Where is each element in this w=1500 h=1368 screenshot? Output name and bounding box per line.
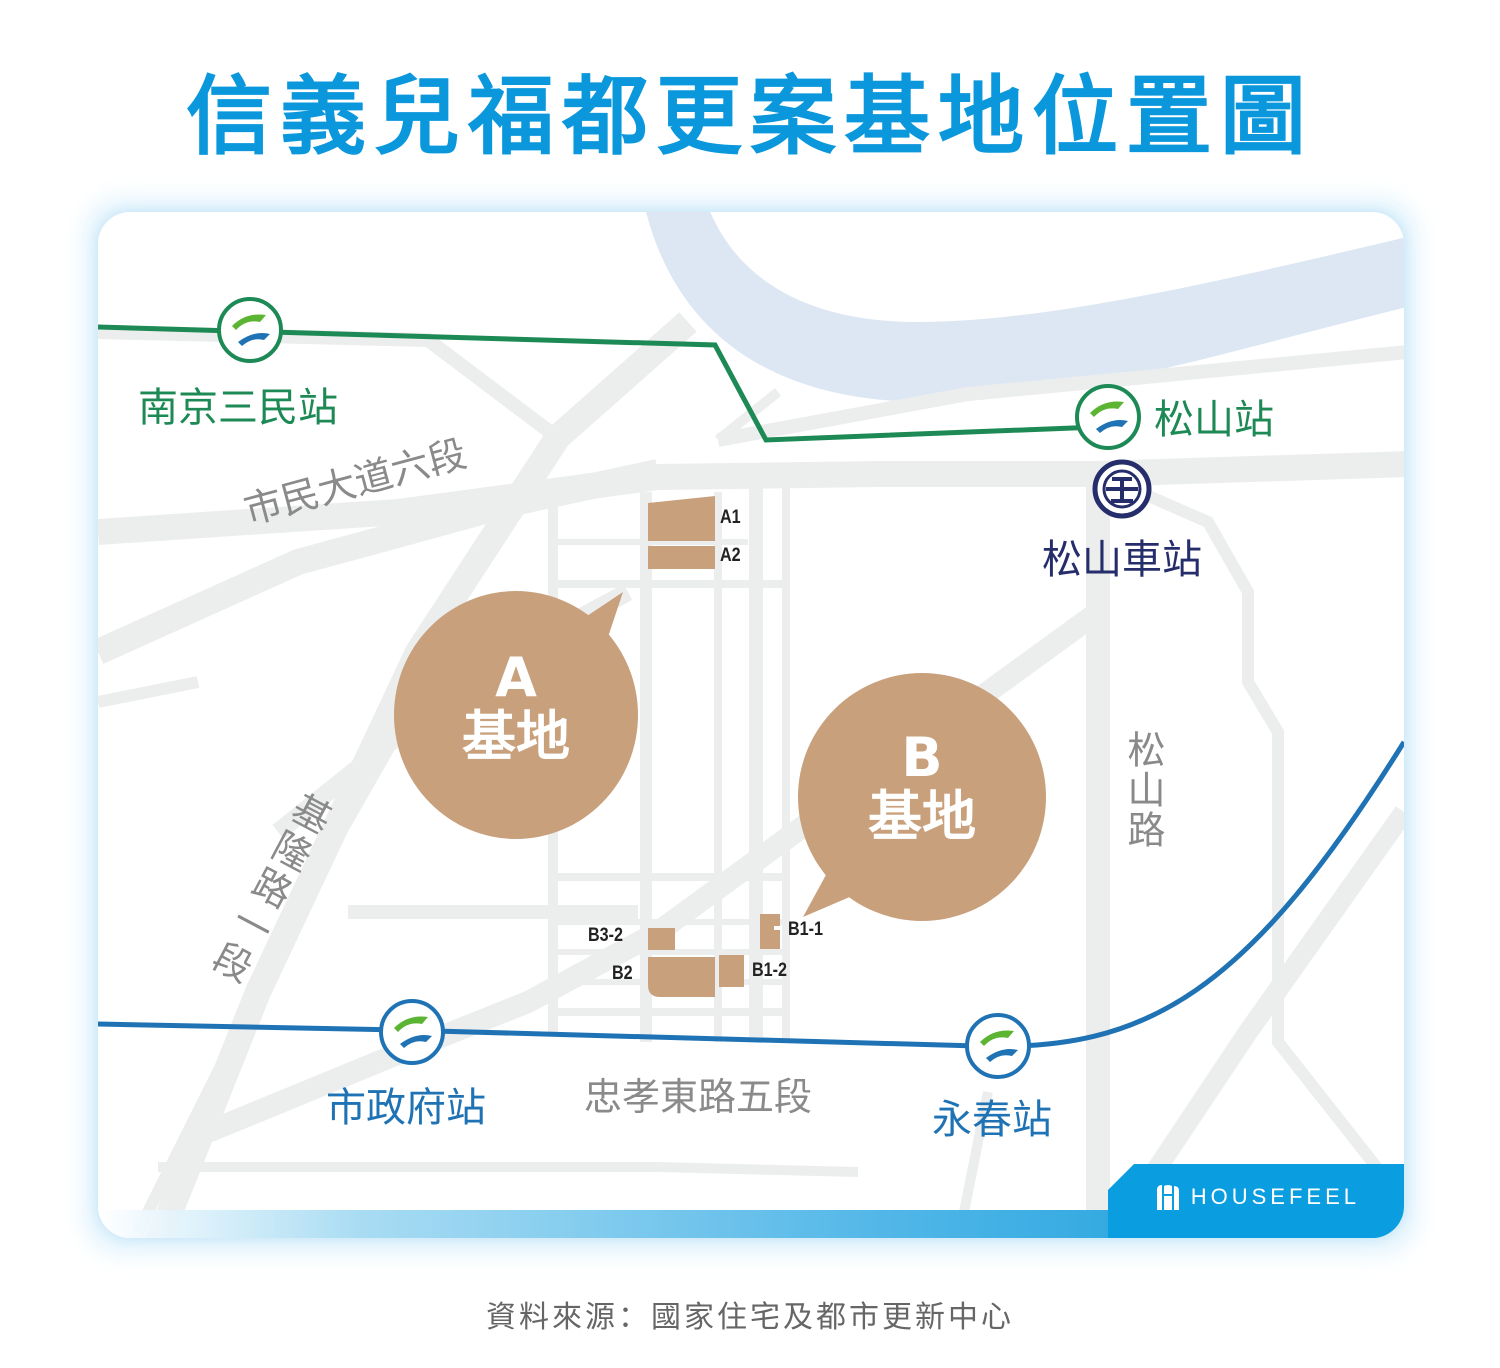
road-label-songshan-rd: 松山路 bbox=[1121, 730, 1165, 850]
parcel-label-a1: A1 bbox=[720, 507, 741, 528]
parcel-label-a2: A2 bbox=[720, 545, 741, 566]
source-note: 資料來源：國家住宅及都市更新中心 bbox=[486, 1300, 1014, 1335]
site-b-text: 基地 bbox=[868, 785, 976, 849]
housefeel-logo-icon bbox=[1156, 1185, 1179, 1210]
site-a-letter: A bbox=[495, 646, 537, 709]
site-b-bubble bbox=[798, 673, 1046, 921]
station-label-yongchun: 永春站 bbox=[932, 1097, 1052, 1143]
brand-name: HOUSEFEEL bbox=[1190, 1184, 1360, 1209]
parcel-label-b1-2: B1-2 bbox=[752, 960, 788, 981]
site-b-letter: B bbox=[901, 726, 943, 789]
site-a-bubble bbox=[394, 591, 638, 839]
parcel-label-b2: B2 bbox=[612, 963, 633, 984]
site-a-parcels bbox=[648, 496, 715, 569]
parcel-label-b3-2: B3-2 bbox=[588, 925, 624, 946]
mrt-green-line bbox=[98, 324, 1099, 443]
metro-icon-yongchun bbox=[965, 1013, 1031, 1079]
rail-station-label: 松山車站 bbox=[1042, 537, 1202, 583]
metro-icon-nanjing-sanmin bbox=[217, 297, 283, 363]
station-label-city-hall: 市政府站 bbox=[326, 1085, 486, 1131]
site-a-label: A 基地 bbox=[436, 648, 596, 767]
site-b-parcels bbox=[648, 914, 780, 997]
river bbox=[646, 212, 1404, 402]
metro-icon-city-hall bbox=[379, 999, 445, 1065]
station-label-nanjing-sanmin: 南京三民站 bbox=[138, 385, 338, 431]
site-b-label: B 基地 bbox=[842, 728, 1002, 847]
road-label-zhongxiao: 忠孝東路五段 bbox=[584, 1075, 813, 1119]
site-a-text: 基地 bbox=[462, 705, 570, 769]
station-label-songshan: 松山站 bbox=[1154, 397, 1274, 443]
brand: HOUSEFEEL bbox=[1155, 1182, 1360, 1212]
metro-icon-songshan bbox=[1075, 384, 1141, 450]
map-card: 南京三民站 松山站 市政府站 永春站 松山車站 市民大道六段 基隆路一段 忠孝東… bbox=[98, 212, 1404, 1238]
page-title: 信義兒福都更案基地位置圖 bbox=[186, 67, 1314, 167]
parcel-label-b1-1: B1-1 bbox=[788, 919, 824, 940]
tra-icon bbox=[1092, 459, 1152, 519]
